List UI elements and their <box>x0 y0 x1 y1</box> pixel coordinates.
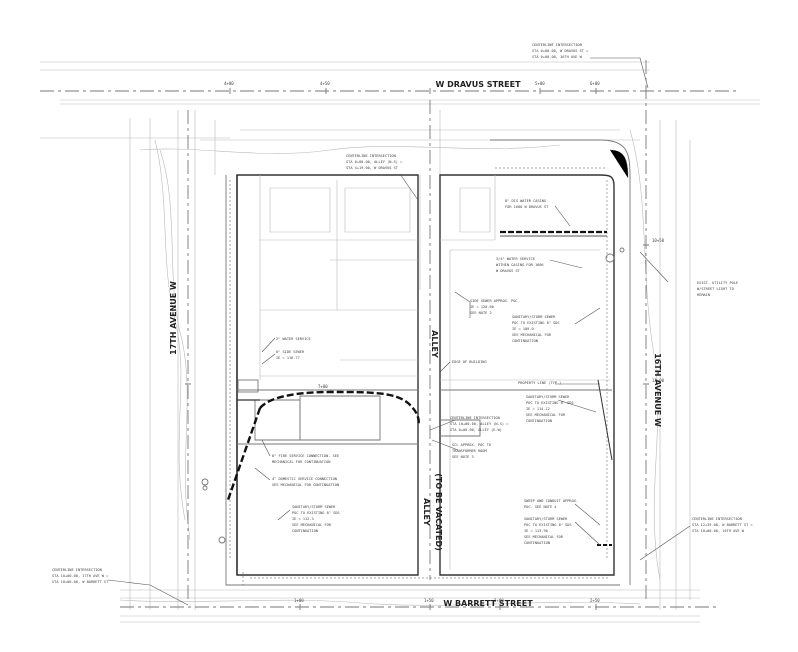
note-storm-b-3: IE = 114.12 <box>526 407 550 411</box>
note-ne-intersection-1: CENTERLINE INTERSECTION <box>532 43 582 47</box>
utility-lines <box>226 230 613 546</box>
note-side-sewer-2: IE = 120.60 <box>470 305 494 309</box>
note-alley-intersection-1: CENTERLINE INTERSECTION <box>346 154 396 158</box>
note-ne-intersection-2: STA 0+00.00, W DRAVUS ST = <box>532 49 589 53</box>
utility-symbols <box>201 247 625 544</box>
note-water-casing-2: FOR 1600 W DRAVUS ST <box>505 205 549 209</box>
note-storm-d-1: SANITARY/STORM SEWER <box>524 517 568 521</box>
note-fire-service-2: MECHANICAL FOR CONTINUATION <box>272 460 330 464</box>
note-mid-intersection-1: CENTERLINE INTERSECTION <box>450 416 500 420</box>
note-se-intersection-2: STA 12+39.00, W BARRETT ST = <box>692 523 753 527</box>
station-s4: 2+50 <box>590 598 600 603</box>
station-n1: 4+00 <box>224 81 234 86</box>
note-storm-a-4: SEE MECHANICAL FOR <box>512 333 552 337</box>
note-storm-d-4: SEE MECHANICAL FOR <box>524 535 564 539</box>
station-n3: 5+00 <box>535 81 545 86</box>
station-labels: 4+00 4+50 5+00 6+00 1+00 1+50 2+00 2+50 … <box>224 81 665 603</box>
alley-label-north: ALLEY <box>430 330 439 358</box>
plan-annotations: CENTERLINE INTERSECTION STA 0+00.00, W D… <box>52 43 753 584</box>
note-mid-intersection-3: STA 0+00.00, ALLEY (E-W) <box>450 428 502 432</box>
note-water-service-w: 2" WATER SERVICE <box>276 337 311 341</box>
note-side-sewer-1: SIDE SEWER APPROX. POC <box>470 299 518 303</box>
note-storm-c-4: SEE MECHANICAL FOR <box>292 523 332 527</box>
station-n2: 4+50 <box>320 81 330 86</box>
station-s3: 2+00 <box>494 598 504 603</box>
note-conduit-1: SWEEP AND CONDUIT APPROX. <box>524 499 578 503</box>
note-water-casing-1: 8" DIS WATER CASING <box>505 199 546 203</box>
note-edge-building: EDGE OF BUILDING <box>452 360 487 364</box>
hydrant-symbol <box>201 478 209 486</box>
note-property-line: PROPERTY LINE (TYP.) <box>518 381 561 385</box>
note-water-service-2: WITHIN CASING FOR 1606 <box>496 263 544 267</box>
street-label-east: 16TH AVENUE W <box>653 353 662 427</box>
note-utility-pole-3: REMAIN <box>697 293 710 297</box>
street-label-west: 17TH AVENUE W <box>169 281 178 355</box>
note-storm-a-2: POC TO EXISTING 8" SDS <box>512 321 560 325</box>
note-se-intersection-3: STA 10+00.00, 16TH AVE W <box>692 529 745 533</box>
note-mid-intersection-2: STA 10+00.00, ALLEY (N-S) = <box>450 422 509 426</box>
note-storm-c-5: CONTINUATION <box>292 529 318 533</box>
street-label-north: W DRAVUS STREET <box>435 80 521 89</box>
note-storm-d-3: IE = 113.90 <box>524 529 548 533</box>
station-e-mid: 10+50 <box>652 238 665 243</box>
utility-pole-symbol <box>605 253 615 263</box>
site-boundary <box>225 139 631 586</box>
note-alley-intersection-3: STA 4+19.00, W DRAVUS ST <box>346 166 399 170</box>
leader-lines <box>107 57 691 606</box>
note-transformer-3: SEE NOTE 3 <box>452 455 474 459</box>
station-ticks <box>185 88 649 610</box>
note-storm-a-5: CONTINUATION <box>512 339 538 343</box>
station-s1: 1+00 <box>294 598 304 603</box>
note-sw-intersection-2: STA 10+00.00, 17TH AVE W = <box>52 574 109 578</box>
note-storm-a-3: IE = 109.0 <box>512 327 534 331</box>
street-centerlines <box>40 60 740 608</box>
station-w-mid: 7+00 <box>318 384 328 389</box>
note-domestic-2: SEE MECHANICAL FOR CONTINUATION <box>272 483 339 487</box>
station-n4: 6+00 <box>590 81 600 86</box>
note-storm-c-1: SANITARY/STORM SEWER <box>292 505 336 509</box>
note-alley-intersection-2: STA 0+00.00, ALLEY (N-S) = <box>346 160 403 164</box>
note-water-service-3: W DRAVUS ST <box>496 269 521 273</box>
note-storm-b-1: SANITARY/STORM SEWER <box>526 395 570 399</box>
note-side-sewer-w-1: 6" SIDE SEWER <box>276 350 305 354</box>
note-side-sewer-3: SEE NOTE 2 <box>470 311 492 315</box>
note-utility-pole-2: W/STREET LIGHT TO <box>697 287 734 291</box>
note-sw-intersection-1: CENTERLINE INTERSECTION <box>52 568 102 572</box>
note-storm-d-5: CONTINUATION <box>524 541 550 545</box>
note-storm-b-5: CONTINUATION <box>526 419 552 423</box>
note-storm-b-4: SEE MECHANICAL FOR <box>526 413 566 417</box>
note-storm-d-2: POC TO EXISTING 8" SDS <box>524 523 572 527</box>
note-side-sewer-w-2: IE = 116.77 <box>276 356 300 360</box>
note-se-intersection-1: CENTERLINE INTERSECTION <box>692 517 742 521</box>
note-fire-service-1: 6" FIRE SERVICE CONNECTION. SEE <box>272 454 339 458</box>
alley-label-south: ALLEY <box>422 498 431 526</box>
note-ne-intersection-3: STA 0+00.00, 16TH AVE W <box>532 55 583 59</box>
note-sw-intersection-3: STA 10+00.00, W BARRETT ST <box>52 580 109 584</box>
survey-linework <box>40 61 760 623</box>
note-storm-c-2: POC TO EXISTING 8" SDS <box>292 511 340 515</box>
note-storm-a-1: SANITARY/STORM SEWER <box>512 315 556 319</box>
note-utility-pole-1: EXIST. UTILITY POLE <box>697 281 738 285</box>
sidewalk-hatching <box>229 149 629 585</box>
note-storm-b-2: POC TO EXISTING 8" SDS <box>526 401 574 405</box>
station-s2: 1+50 <box>424 598 434 603</box>
note-storm-c-3: IE = 112.3 <box>292 517 314 521</box>
street-label-south: W BARRETT STREET <box>443 599 533 608</box>
note-transformer-2: TRANSFORMER ROOM <box>452 449 487 453</box>
station-e-low: 12+00 <box>652 378 665 383</box>
building-interior-lines <box>237 175 612 570</box>
note-transformer-1: SCL APPROX. POC TO <box>452 443 491 447</box>
note-domestic-1: 4" DOMESTIC SERVICE CONNECTION <box>272 477 337 481</box>
note-water-service-1: 3/4" WATER SERVICE <box>496 257 535 261</box>
alley-vacated-note: (TO BE VACATED) <box>434 473 443 551</box>
note-conduit-2: POC. SEE NOTE 4 <box>524 505 556 509</box>
